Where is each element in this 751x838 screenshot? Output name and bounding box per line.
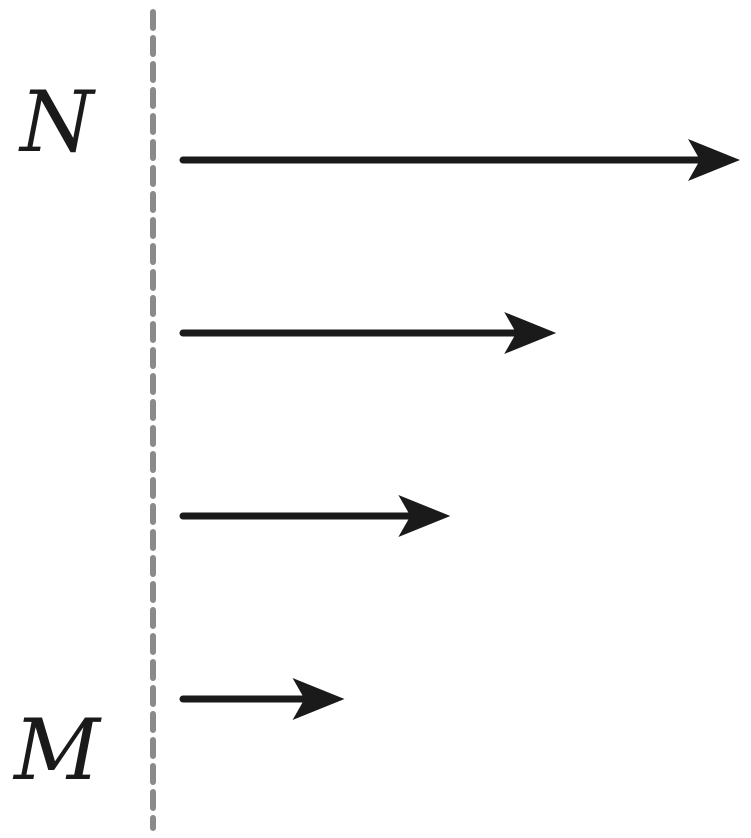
arrow-3-head [398, 495, 451, 537]
arrow-1 [179, 139, 740, 181]
arrow-4 [179, 678, 345, 720]
arrow-2 [179, 312, 557, 354]
label-n: N [20, 73, 94, 171]
arrow-3 [179, 495, 451, 537]
arrow-4-head [292, 678, 345, 720]
arrow-1-head [688, 139, 740, 181]
label-m: M [14, 701, 101, 799]
arrow-2-head [504, 312, 557, 354]
arrow-group [179, 139, 740, 720]
